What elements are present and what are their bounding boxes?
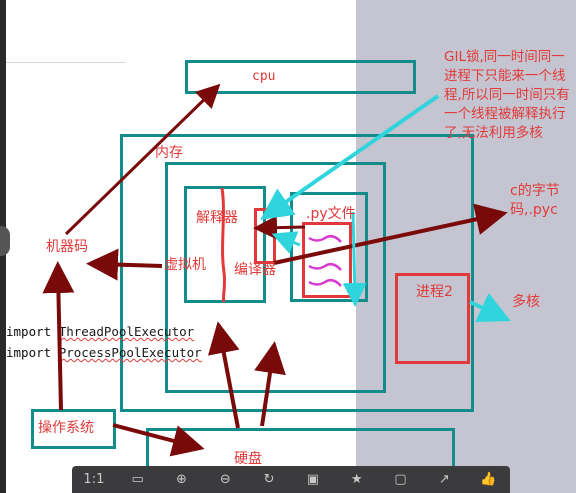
cpu-label: cpu xyxy=(252,69,276,84)
virtual-machine-label: 虚拟机 xyxy=(164,257,206,273)
import-keyword: import xyxy=(6,345,52,360)
os-label: 操作系统 xyxy=(38,420,94,436)
process2-label: 进程2 xyxy=(416,284,453,300)
inner-box xyxy=(165,162,386,393)
arrow-compiler-to-interpreter xyxy=(253,215,306,240)
memory-label: 内存 xyxy=(155,145,183,161)
import-keyword: import xyxy=(6,324,52,339)
py-squiggle-2 xyxy=(308,262,342,271)
interpreter-label: 解释器 xyxy=(196,210,238,226)
fit-icon[interactable]: ▭ xyxy=(131,472,144,487)
machine-code-label: 机器码 xyxy=(46,239,88,255)
cpu-box xyxy=(185,60,416,94)
share-icon[interactable]: ↗ xyxy=(438,472,450,487)
ratio-button[interactable]: 1:1 xyxy=(83,472,105,487)
process2-box xyxy=(395,273,470,364)
arrow-py-to-compiler xyxy=(271,231,301,254)
multicore-label: 多核 xyxy=(512,294,540,310)
like-icon[interactable]: 👍 xyxy=(479,472,497,487)
save-icon[interactable]: ▣ xyxy=(306,472,320,487)
thread-pool-name: ThreadPoolExecutor xyxy=(58,324,195,339)
disk-label: 硬盘 xyxy=(234,451,262,467)
code-line-process: import ProcessPoolExecutor xyxy=(6,345,202,360)
process-pool-name: ProcessPoolExecutor xyxy=(58,345,202,360)
py-file-label: .py文件 xyxy=(306,206,356,222)
arrow-os-up xyxy=(42,261,75,411)
zoom-in-icon[interactable]: ⊕ xyxy=(176,472,187,487)
arrow-to-memory-right xyxy=(254,341,286,427)
os-box xyxy=(31,409,116,449)
arrow-to-multicore xyxy=(469,293,511,323)
py-squiggle-1 xyxy=(308,234,342,243)
code-line-thread: import ThreadPoolExecutor xyxy=(6,324,195,339)
arrow-to-bytecode xyxy=(273,203,508,265)
arrow-os-to-disk xyxy=(112,423,205,457)
compiler-label: 编译器 xyxy=(234,262,276,278)
bytecode-note: c的字节码,.pyc xyxy=(510,183,560,218)
gil-note: GIL锁,同一时间同一进程下只能来一个线程,所以同一时间只有一个线程被解释执行了… xyxy=(444,49,570,141)
arrow-to-memory-left xyxy=(208,321,240,429)
viewer-toolbar: 1:1 ▭ ⊕ ⊖ ↻ ▣ ★ ▢ ↗ 👍 xyxy=(72,466,510,493)
left-scroll-handle[interactable] xyxy=(0,226,10,256)
memory-box xyxy=(120,134,474,412)
rotate-icon[interactable]: ↻ xyxy=(263,472,275,487)
py-content-box xyxy=(302,222,352,298)
arrow-py-down xyxy=(342,211,367,307)
arrow-vm-to-machine-code xyxy=(86,248,163,281)
interpreter-scribble xyxy=(220,187,227,303)
arrow-gil-pointer xyxy=(260,94,440,220)
divider-line xyxy=(6,62,126,63)
crop-icon[interactable]: ▢ xyxy=(394,472,407,487)
star-icon[interactable]: ★ xyxy=(350,472,363,487)
py-squiggle-3 xyxy=(308,278,342,287)
zoom-out-icon[interactable]: ⊖ xyxy=(219,472,231,487)
arrow-to-cpu xyxy=(64,83,221,236)
